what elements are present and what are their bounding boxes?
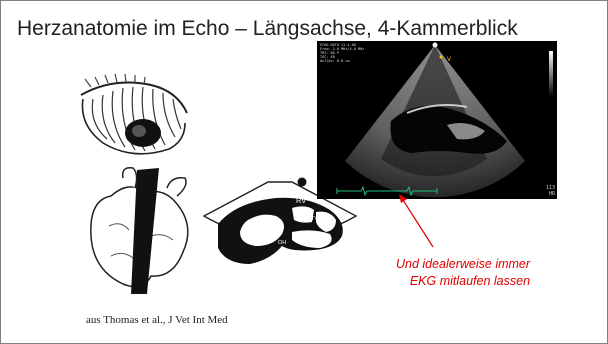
heart-illustration bbox=[81, 166, 206, 294]
label-rv: RV bbox=[296, 196, 306, 205]
echo-sector: V bbox=[317, 41, 557, 199]
label-oh: OH bbox=[278, 240, 286, 246]
label-mv: MV bbox=[292, 250, 301, 256]
echo-image: ECHO DATA 11-4-08 Freq: 2.0 MHz/4.0 MHz … bbox=[317, 41, 557, 199]
echo-footer: 113 HR bbox=[546, 185, 555, 197]
label-la: LA bbox=[312, 237, 321, 246]
thorax-illustration bbox=[73, 73, 193, 163]
citation: aus Thomas et al., J Vet Int Med bbox=[86, 314, 228, 326]
ecg-note-line-2: EKG mitlaufen lassen bbox=[396, 273, 530, 290]
label-lv: LV bbox=[256, 229, 265, 238]
ecg-note-line-1: Und idealerweise immer bbox=[396, 256, 530, 273]
label-tv: TV bbox=[311, 216, 318, 222]
svg-text:V: V bbox=[447, 56, 452, 63]
label-ra: RA bbox=[322, 215, 332, 224]
echo-grayscale-bar bbox=[549, 51, 553, 97]
ecg-note: Und idealerweise immer EKG mitlaufen las… bbox=[396, 256, 530, 290]
slide-title: Herzanatomie im Echo – Längsachse, 4-Kam… bbox=[17, 17, 518, 41]
